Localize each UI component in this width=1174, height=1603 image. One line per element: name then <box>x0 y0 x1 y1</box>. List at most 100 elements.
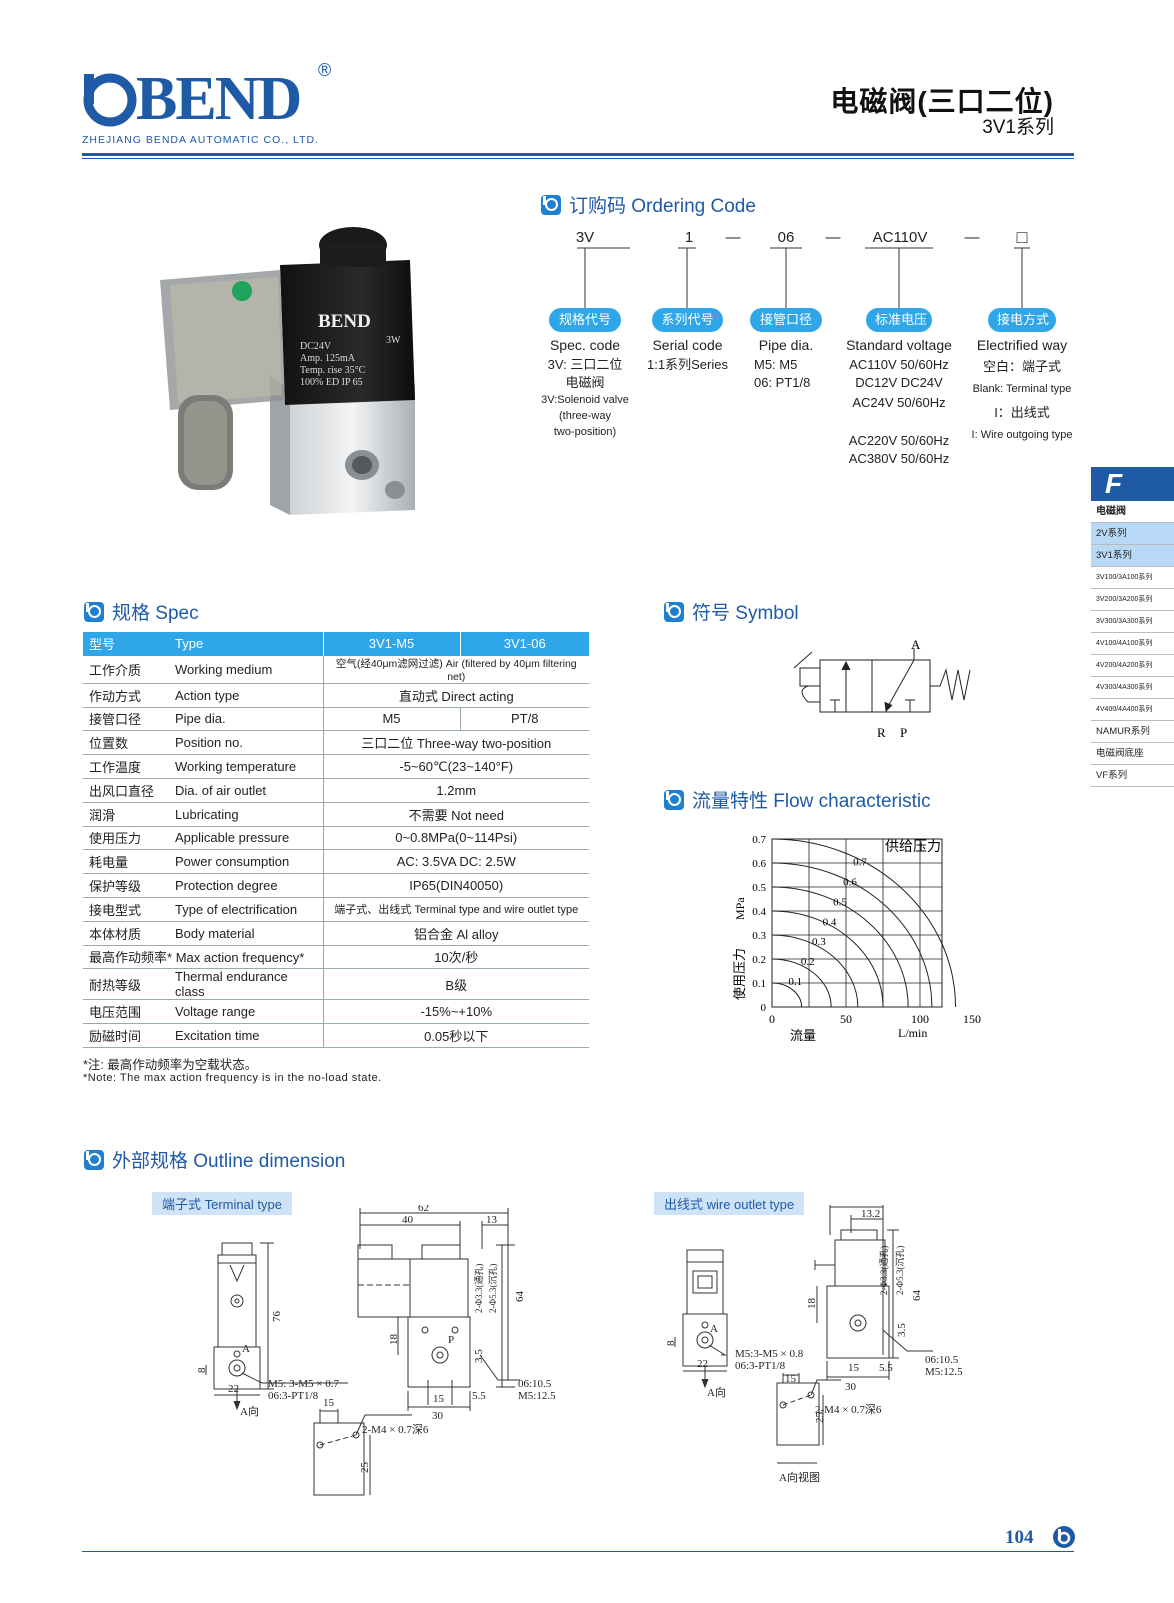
section-bullet-icon <box>664 789 684 810</box>
dim-note: 2-Φ3.3(通孔) <box>474 1264 484 1313</box>
chart-y-tick: 0 <box>761 1002 767 1014</box>
section-bullet-icon <box>84 601 104 622</box>
product-label-line: Temp. rise 35°C <box>300 365 366 376</box>
product-label-power: 3W <box>386 335 401 346</box>
dim-label: 64 <box>514 1291 526 1303</box>
chart-series-line <box>771 862 933 1008</box>
dim-label: 32 <box>845 1205 856 1208</box>
pill-spec-code: 规格代号 <box>549 308 621 332</box>
header-rule <box>82 153 1074 156</box>
dim-note: A <box>242 1343 250 1355</box>
sidebar-item-4v200[interactable]: 4V200/4A200系列 <box>1091 655 1174 677</box>
chart-y-tick: 0.7 <box>752 834 766 846</box>
symbol-title: 符号 Symbol <box>664 598 799 625</box>
spec-title: 规格 Spec <box>84 598 199 625</box>
dim-label: 15 <box>848 1362 860 1374</box>
dim-note: 2-M4 × 0.7深6 <box>362 1423 429 1436</box>
sidebar-item-namur[interactable]: NAMUR系列 <box>1091 721 1174 743</box>
dim-label: 3.5 <box>896 1323 908 1337</box>
chart-series-line <box>771 886 909 1008</box>
outline-title: 外部规格 Outline dimension <box>84 1146 345 1173</box>
wire-outlet-drawing: 32 13.2 64 18 15 30 5.5 8 22 3.5 M5:3-M5… <box>665 1205 963 1484</box>
chart-y-tick: 0.1 <box>752 978 766 990</box>
dim-note: 06:3-PT1/8 <box>735 1360 786 1372</box>
dim-label: 5.5 <box>472 1390 486 1402</box>
sidebar-item-3v100[interactable]: 3V100/3A100系列 <box>1091 567 1174 589</box>
chart-series-line <box>771 982 803 1008</box>
sidebar-item-3v200[interactable]: 3V200/3A200系列 <box>1091 589 1174 611</box>
dim-note: M5:12.5 <box>518 1390 556 1402</box>
dim-label: 30 <box>432 1410 444 1422</box>
dim-note: 2-Φ5.3(沉孔) <box>895 1246 905 1295</box>
dim-note: 2-Φ3.3(通孔) <box>879 1246 889 1295</box>
dim-label: 3.5 <box>473 1349 485 1363</box>
chart-y-tick: 0.5 <box>752 882 766 894</box>
chart-title: 供给压力 <box>885 839 941 855</box>
sidebar-letter-tab[interactable]: F <box>1091 467 1174 501</box>
code-serial: 1 <box>684 229 694 246</box>
chart-series-label: 0.5 <box>833 896 847 908</box>
code-dash: — <box>725 229 741 246</box>
table-row: 最高作动频率* Max action frequency*10次/秒 <box>83 945 589 970</box>
code-voltage: AC110V <box>872 229 928 246</box>
symbol-label-p: P <box>900 725 907 740</box>
dim-label: 5.5 <box>879 1362 893 1374</box>
ordering-col-serial: 系列代号 Serial code 1:1系列Series <box>640 308 735 374</box>
section-bullet-icon <box>84 1149 104 1170</box>
product-label-brand: BEND <box>318 311 371 332</box>
pill-serial-code: 系列代号 <box>652 308 723 332</box>
dim-label: 18 <box>388 1334 400 1346</box>
dim-label: 13 <box>486 1214 498 1226</box>
dim-label: 22 <box>697 1358 708 1370</box>
sidebar-item-2v[interactable]: 2V系列 <box>1091 523 1174 545</box>
page-subtitle: 3V1系列 <box>982 117 1054 138</box>
sidebar-item-4v400[interactable]: 4V400/4A400系列 <box>1091 699 1174 721</box>
product-image: BEND DC24V 3W Amp. 125mA Temp. rise 35°C… <box>150 225 430 515</box>
pill-pipe-dia: 接管口径 <box>750 308 822 332</box>
product-label-line: 100% ED IP 65 <box>300 377 363 388</box>
chart-x-tick: 100 <box>911 1012 929 1026</box>
chart-xlabel: L/min <box>898 1026 927 1040</box>
dim-note: M5:3-M5 × 0.8 <box>735 1348 804 1360</box>
section-bullet-icon <box>664 601 684 622</box>
pill-electrified-way: 接电方式 <box>988 308 1056 332</box>
sidebar-item-solenoid[interactable]: 电磁阀 <box>1091 501 1174 523</box>
footer-logo-icon <box>1053 1526 1075 1548</box>
dim-note: 2-Φ5.3(沉孔) <box>488 1264 498 1313</box>
sidebar-item-3v300[interactable]: 3V300/3A300系列 <box>1091 611 1174 633</box>
dim-label: 22 <box>228 1383 239 1395</box>
sidebar-item-4v300[interactable]: 4V300/4A300系列 <box>1091 677 1174 699</box>
spec-note-en: *Note: The max action frequency is in th… <box>83 1072 382 1084</box>
dim-note: 15 <box>785 1373 797 1385</box>
sidebar-item-3v1[interactable]: 3V1系列 <box>1091 545 1174 567</box>
dim-label: 30 <box>845 1381 857 1393</box>
sidebar-item-base[interactable]: 电磁阀底座 <box>1091 743 1174 765</box>
company-name: ZHEJIANG BENDA AUTOMATIC CO., LTD. <box>82 134 320 146</box>
dim-note: A <box>710 1323 718 1335</box>
ordering-col-voltage: 标准电压 Standard voltage AC110V 50/60Hz DC1… <box>840 308 958 468</box>
dim-note: M5: 3-M5 × 0.7 <box>268 1378 339 1390</box>
dim-note: 06:3-PT1/8 <box>268 1390 319 1402</box>
terminal-type-label: 端子式 Terminal type <box>152 1192 292 1215</box>
code-spec: 3V <box>575 229 595 246</box>
chart-y-tick: 0.6 <box>752 858 766 870</box>
sidebar-item-4v100[interactable]: 4V100/4A100系列 <box>1091 633 1174 655</box>
ordering-col-spec: 规格代号 Spec. code 3V: 三口二位 电磁阀 3V:Solenoid… <box>535 308 635 440</box>
ordering-col-pipe: 接管口径 Pipe dia. M5: M5 06: PT1/8 <box>740 308 832 392</box>
chart-series-line <box>771 838 957 1008</box>
dim-label: 8 <box>665 1340 677 1346</box>
brand-name: BEND <box>136 65 302 133</box>
chart-y-tick: 0.4 <box>752 906 766 918</box>
sidebar-item-vf[interactable]: VF系列 <box>1091 765 1174 787</box>
code-electrified: □ <box>1016 227 1028 247</box>
chart-x-tick: 0 <box>769 1012 775 1026</box>
